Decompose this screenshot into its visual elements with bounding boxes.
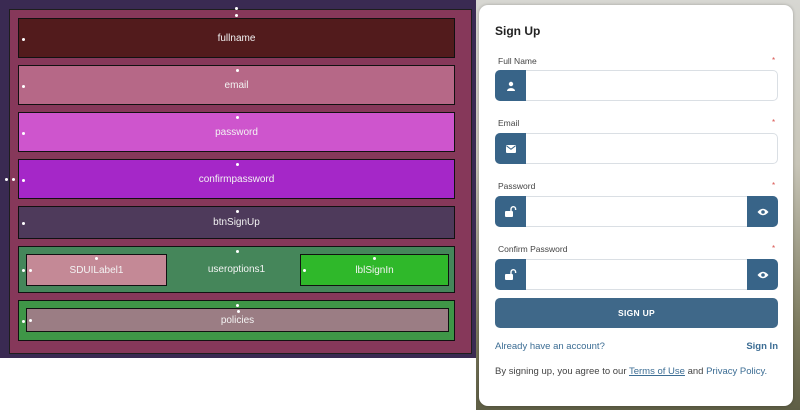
anchor-dot xyxy=(22,269,25,272)
anchor-dot xyxy=(22,38,25,41)
anchor-dot xyxy=(235,14,238,17)
privacy-policy-link[interactable]: Privacy Policy xyxy=(706,366,765,377)
password-field xyxy=(495,196,778,228)
wireframe-policies[interactable]: policies xyxy=(18,300,455,341)
wireframe-btnsignup-label: btnSignUp xyxy=(213,217,260,228)
wireframe-password-label: password xyxy=(215,126,258,138)
fullname-input[interactable] xyxy=(527,71,781,102)
terms-of-use-link[interactable]: Terms of Use xyxy=(628,366,685,377)
already-have-account-text: Already have an account? xyxy=(495,341,605,352)
wireframe-fullname[interactable]: fullname xyxy=(18,18,455,58)
fullname-field xyxy=(495,70,781,102)
anchor-dot xyxy=(22,85,25,88)
unlock-icon xyxy=(495,196,526,227)
policy-prefix: By signing up, you agree to our xyxy=(495,366,629,377)
wireframe-confirmpassword[interactable]: confirmpassword xyxy=(18,159,455,199)
anchor-dot xyxy=(236,304,239,307)
anchor-dot xyxy=(95,257,98,260)
wireframe-lbl-signin[interactable]: lblSignIn xyxy=(300,254,449,286)
wireframe-btnsignup[interactable]: btnSignUp xyxy=(18,206,455,239)
anchor-dot xyxy=(29,269,32,272)
toggle-confirm-password-visibility-button[interactable] xyxy=(747,259,778,290)
policy-and: and xyxy=(684,366,707,377)
wireframe-useroptions[interactable]: SDUILabel1 useroptions1 lblSignIn xyxy=(18,246,455,293)
signup-card: Sign Up Full Name * Email * Password * C… xyxy=(479,5,793,406)
fullname-label: Full Name xyxy=(498,56,537,66)
wireframe-email[interactable]: email xyxy=(18,65,455,105)
anchor-dot xyxy=(22,132,25,135)
wireframe-email-label: email xyxy=(224,79,249,91)
eye-icon xyxy=(757,271,768,278)
anchor-dot xyxy=(29,319,32,322)
anchor-dot xyxy=(236,250,239,253)
user-icon xyxy=(495,70,526,101)
anchor-dot xyxy=(236,210,239,213)
anchor-dot xyxy=(22,320,25,323)
wireframe-sdui-label-text: SDUILabel1 xyxy=(69,264,124,276)
confirm-password-field xyxy=(495,259,778,291)
layout-wireframe: fullname email password confirmpassword … xyxy=(0,0,476,358)
anchor-dot xyxy=(22,179,25,182)
unlock-icon xyxy=(495,259,526,290)
wireframe-confirmpassword-label: confirmpassword xyxy=(198,173,275,185)
anchor-dot xyxy=(235,7,238,10)
policy-suffix: . xyxy=(764,366,768,377)
wireframe-fullname-label: fullname xyxy=(217,32,256,44)
required-mark: * xyxy=(772,118,776,127)
anchor-dot xyxy=(5,178,8,181)
sign-in-link[interactable]: Sign In xyxy=(746,341,778,352)
anchor-dot xyxy=(236,163,239,166)
wireframe-password[interactable]: password xyxy=(18,112,455,152)
email-input[interactable] xyxy=(527,134,781,165)
wireframe-sdui-label[interactable]: SDUILabel1 xyxy=(26,254,167,286)
sign-up-button[interactable]: SIGN UP xyxy=(495,298,778,328)
required-mark: * xyxy=(772,56,776,65)
anchor-dot xyxy=(236,116,239,119)
wireframe-useroptions-label: useroptions1 xyxy=(207,264,266,275)
page-title: Sign Up xyxy=(495,24,541,38)
email-field xyxy=(495,133,781,165)
confirm-password-label: Confirm Password xyxy=(498,244,568,254)
policy-text: By signing up, you agree to our Terms of… xyxy=(495,366,767,377)
anchor-dot xyxy=(12,178,15,181)
anchor-dot xyxy=(22,222,25,225)
password-input[interactable] xyxy=(527,197,751,228)
email-label: Email xyxy=(498,118,520,128)
anchor-dot xyxy=(236,69,239,72)
anchor-dot xyxy=(303,269,306,272)
wireframe-lbl-signin-text: lblSignIn xyxy=(355,264,394,276)
password-label: Password xyxy=(498,181,536,191)
toggle-password-visibility-button[interactable] xyxy=(747,196,778,227)
required-mark: * xyxy=(772,244,776,253)
anchor-dot xyxy=(237,310,240,313)
confirm-password-input[interactable] xyxy=(527,260,751,291)
anchor-dot xyxy=(373,257,376,260)
wireframe-policies-inner[interactable]: policies xyxy=(26,308,449,332)
wireframe-policies-label: policies xyxy=(220,314,255,326)
eye-icon xyxy=(757,208,768,215)
envelope-icon xyxy=(495,133,526,164)
required-mark: * xyxy=(772,181,776,190)
